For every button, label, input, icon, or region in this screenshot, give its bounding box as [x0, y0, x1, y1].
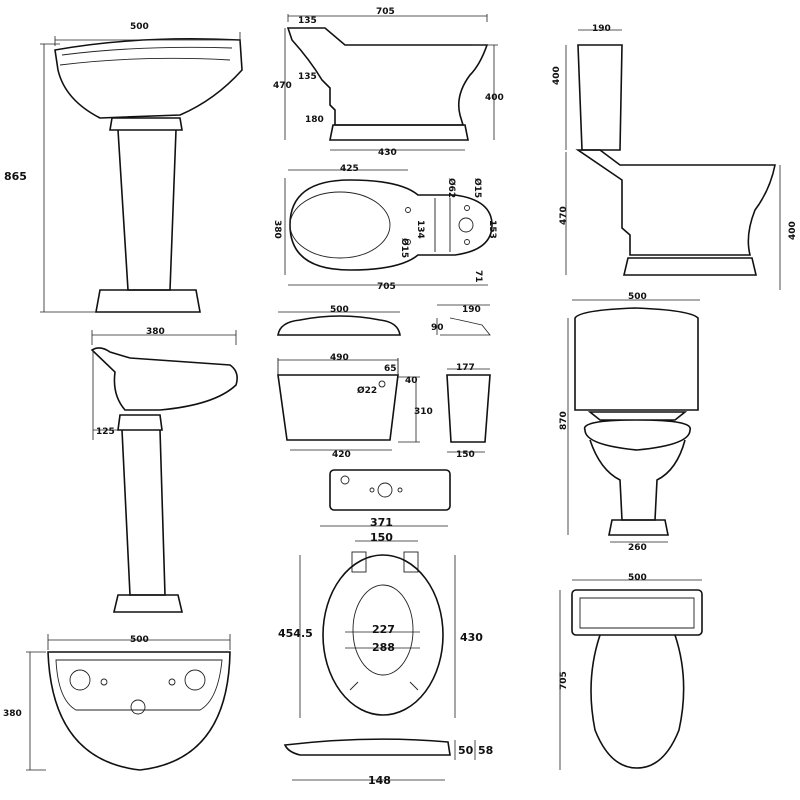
dim-cc-cistern-width: 500 [628, 292, 647, 302]
dim-pan-inlet-2: 135 [298, 72, 317, 82]
dim-seat-inner-width: 227 [372, 623, 395, 636]
cistern-front-view [277, 358, 420, 451]
dim-basin-height: 865 [4, 170, 27, 183]
dim-cistern-side-bottom: 150 [456, 450, 475, 460]
dim-seat-width: 371 [370, 516, 393, 529]
dim-cistern-top: 490 [330, 353, 349, 363]
basin-pedestal-side-view [90, 330, 238, 613]
dim-cistern-bottom: 420 [332, 450, 351, 460]
dim-seat-inner-length: 288 [372, 641, 395, 654]
dim-cc-pan-height: 470 [559, 206, 569, 225]
dim-fixing-hole: Ø15 [399, 238, 410, 258]
dim-seat-length: 454.5 [278, 627, 313, 640]
dim-cc-total-height: 870 [559, 411, 569, 430]
close-coupled-side-view [565, 29, 781, 290]
cistern-side-view [446, 368, 491, 453]
dim-seat-depth: 148 [368, 774, 391, 787]
basin-pedestal-front-view [40, 32, 243, 313]
dim-lid-height: 90 [431, 323, 444, 333]
basin-top-view [26, 634, 231, 771]
dim-cistern-hole: Ø15 [472, 178, 483, 198]
dim-cc-length: 705 [559, 671, 569, 690]
dim-basin-offset: 125 [96, 427, 115, 437]
dim-basin-width: 500 [130, 22, 149, 32]
toilet-seat-views [283, 525, 476, 781]
dim-seat-hinge: 150 [370, 531, 393, 544]
dim-inlet-diameter: Ø62 [446, 178, 457, 198]
dim-cistern-side-top: 177 [456, 363, 475, 373]
pan-plan-view [284, 169, 493, 286]
dim-cc-top-width: 500 [628, 573, 647, 583]
dim-pan-inlet-1: 135 [298, 16, 317, 26]
dim-back: 71 [473, 270, 483, 283]
close-coupled-top-view [559, 579, 703, 770]
dim-basin-top-depth: 380 [3, 709, 22, 719]
dim-pan-width: 380 [272, 220, 282, 239]
dim-fixing-spacing: 134 [415, 220, 425, 239]
dim-lid-length: 500 [330, 305, 349, 315]
dim-overflow-diameter: Ø22 [357, 385, 377, 396]
dim-lid-depth: 190 [462, 305, 481, 315]
dim-pan-plan-length: 705 [377, 282, 396, 292]
dim-pan-rim: 400 [485, 93, 504, 103]
dim-cc-cistern-depth: 190 [592, 24, 611, 34]
dim-pan-outlet: 180 [305, 115, 324, 125]
dim-cc-cistern-height: 400 [552, 66, 562, 85]
dim-seat-pan-length: 430 [460, 631, 483, 644]
dim-seat-thickness-2: 58 [478, 744, 493, 757]
cistern-lid-views [277, 304, 491, 336]
dim-overflow-drop: 40 [405, 376, 418, 386]
dim-cc-base-width: 260 [628, 543, 647, 553]
dim-cc-rim-height: 400 [788, 221, 798, 240]
dim-basin-depth: 380 [146, 327, 165, 337]
dim-pan-height: 470 [273, 81, 292, 91]
close-coupled-front-view [567, 299, 700, 543]
cistern-base-view [329, 469, 451, 511]
dim-pan-length: 705 [376, 7, 395, 17]
dim-overflow-offset: 65 [384, 364, 397, 374]
dim-pan-to-fixing: 425 [340, 164, 359, 174]
dim-cistern-spacing: 153 [487, 220, 497, 239]
dim-cistern-height: 310 [414, 407, 433, 417]
pan-side-view [284, 14, 498, 151]
dim-basin-top-width: 500 [130, 635, 149, 645]
dim-seat-thickness-1: 50 [458, 744, 474, 757]
dim-pan-base: 430 [378, 148, 397, 158]
